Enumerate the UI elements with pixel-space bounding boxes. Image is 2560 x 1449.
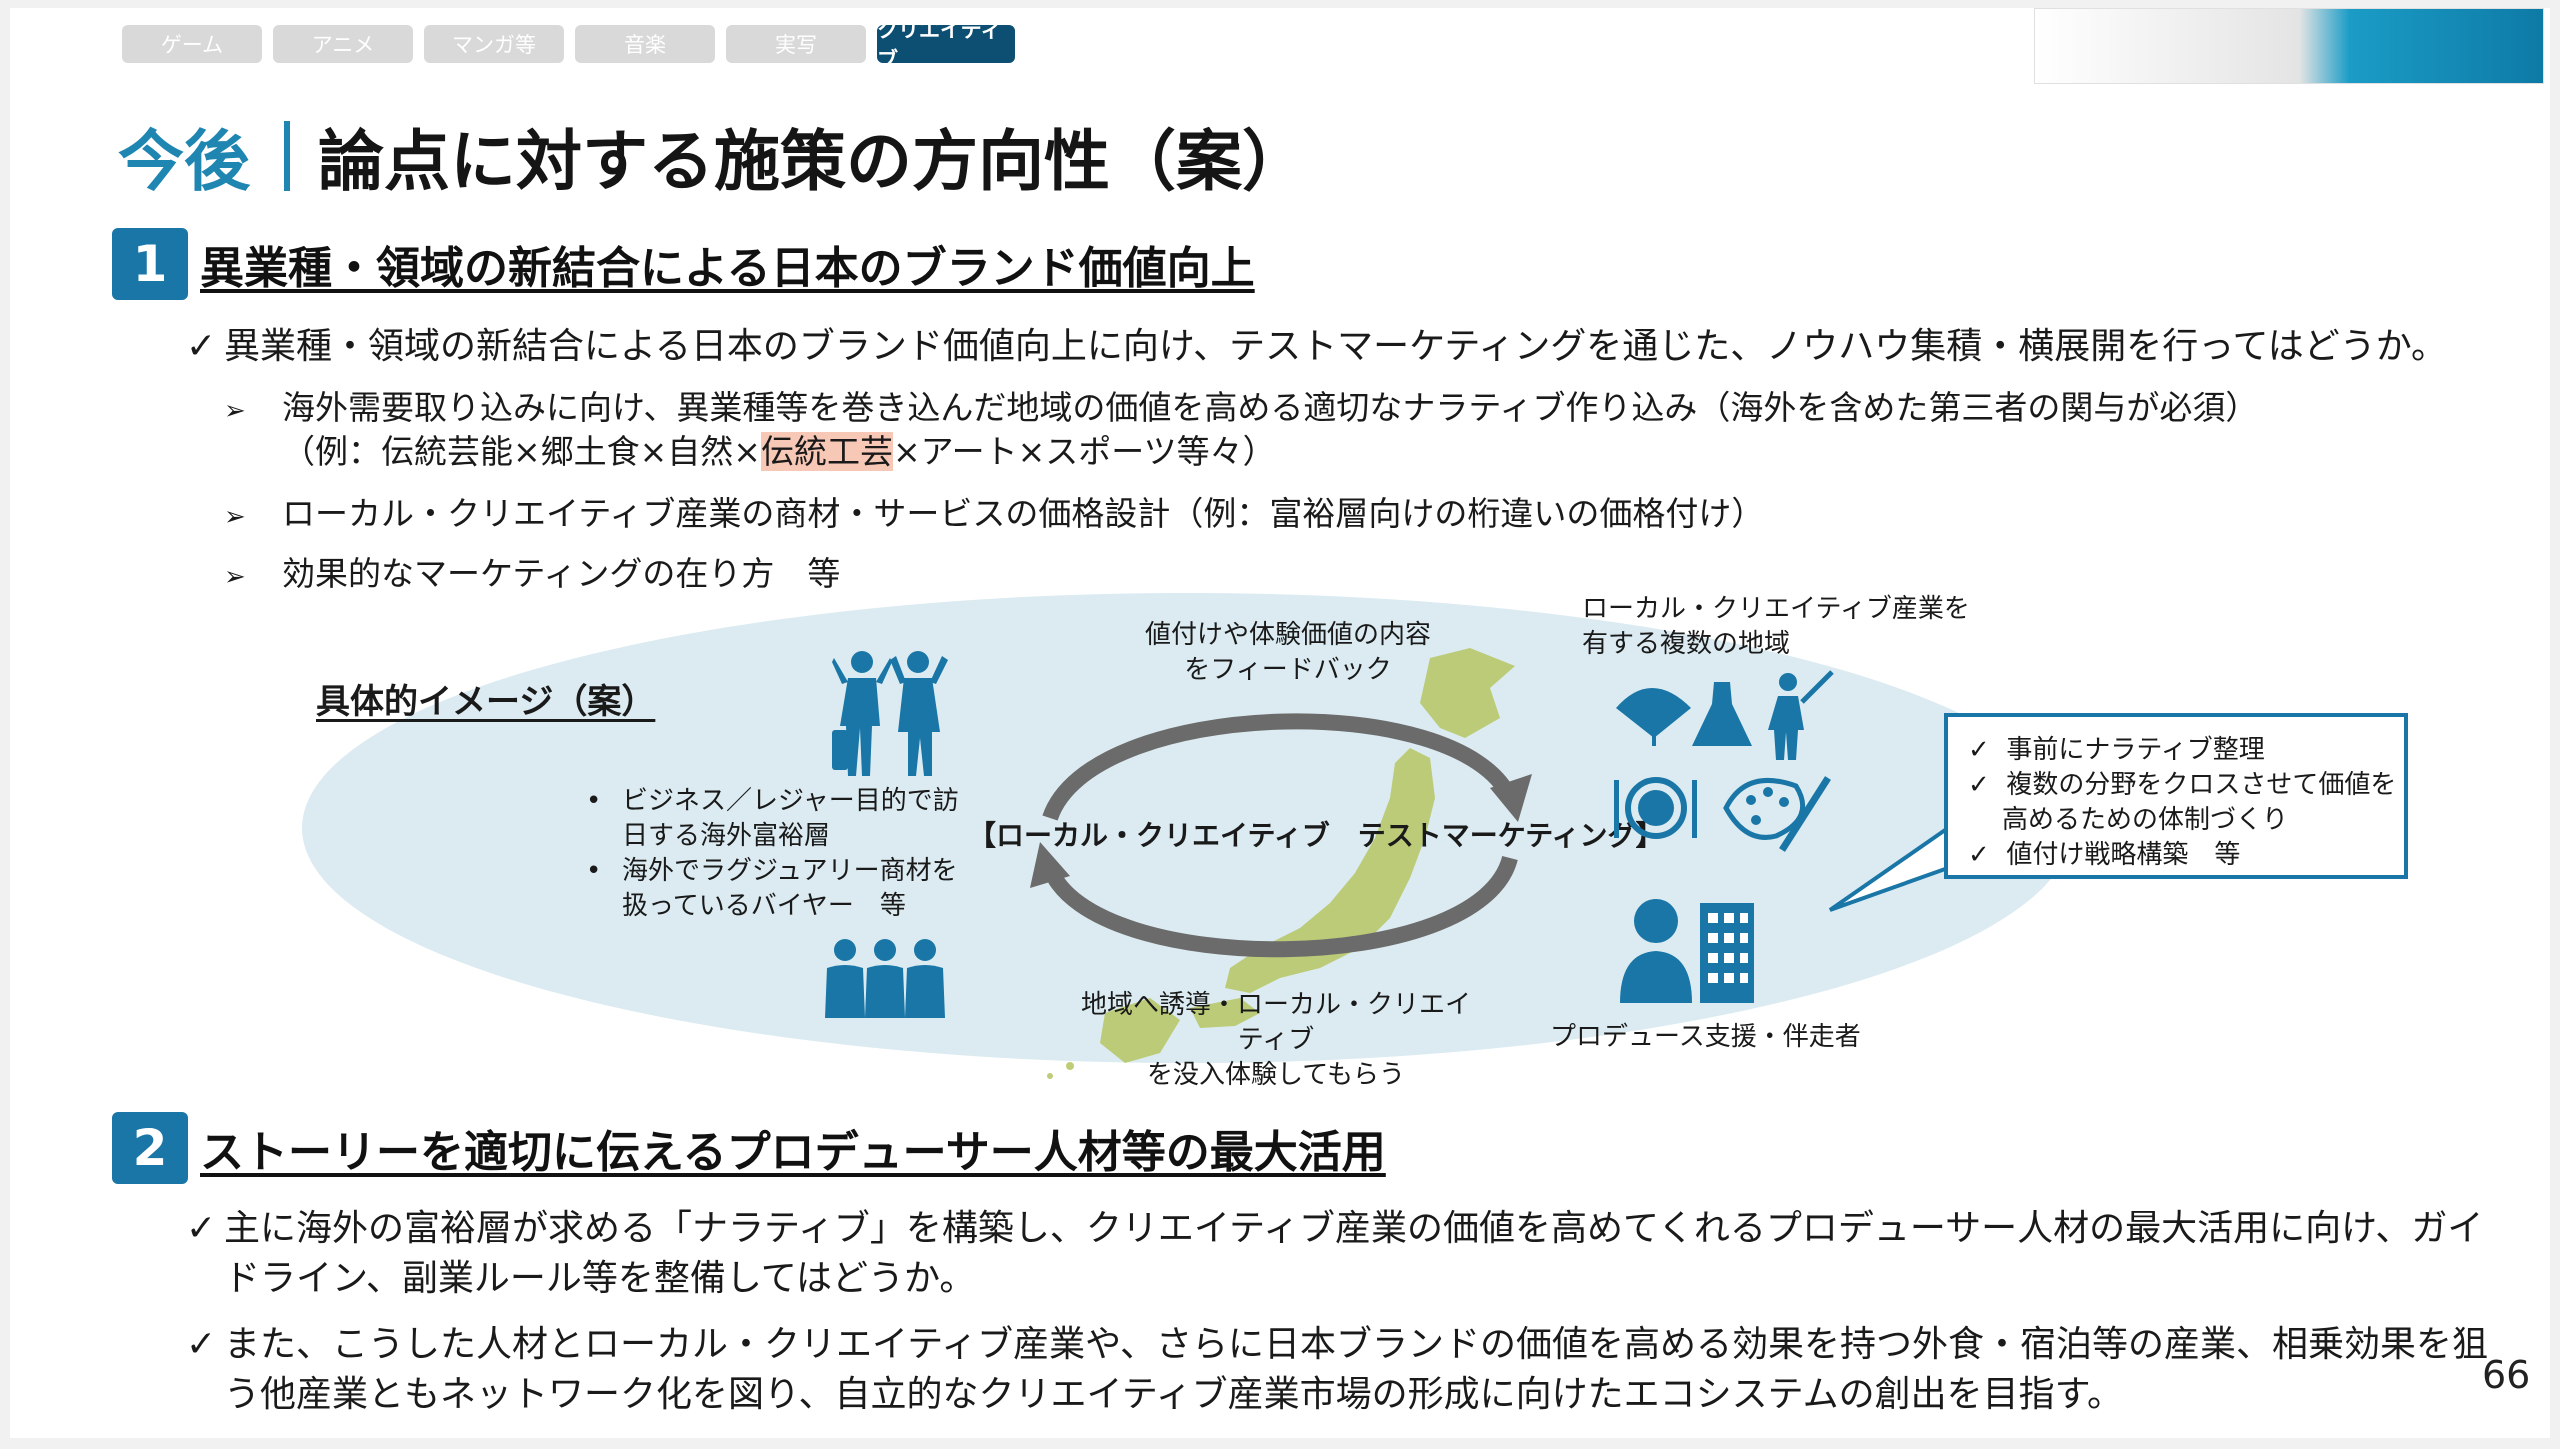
section-1-header: 1 異業種・領域の新結合による日本のブランド価値向上 — [112, 228, 1255, 300]
section-2-check-1-line1: 主に海外の富裕層が求める「ナラティブ」を構築し、クリエイティブ産業の価値を高めて… — [224, 1208, 2484, 1249]
category-tabs: ゲーム アニメ マンガ等 音楽 実写 クリエイティブ — [122, 18, 1015, 72]
producer-label: プロデュース支援・伴走者 — [1550, 1022, 1861, 1052]
guide-line2: を没入体験してもらう — [1147, 1060, 1405, 1090]
section-2-title: ストーリーを適切に伝えるプロデューサー人材等の最大活用 — [200, 1127, 1386, 1178]
test-marketing-label: 【ローカル・クリエイティブ テストマーケティング】 — [968, 819, 1664, 852]
callout-item-1: ✓ 事前にナラティブ整理 — [1968, 733, 2404, 768]
page-title: 今後 論点に対する施策の方向性（案） — [118, 108, 1308, 204]
title-accent: 今後 — [118, 123, 250, 200]
section-2-header: 2 ストーリーを適切に伝えるプロデューサー人材等の最大活用 — [112, 1112, 1386, 1184]
left-item-2-line1: 海外でラグジュアリー商材を — [622, 856, 958, 886]
logo-bar — [2034, 8, 2544, 84]
section-2-check-2-line2: う他産業ともネットワーク化を図り、自立的なクリエイティブ産業市場の形成に向けたエ… — [224, 1374, 2124, 1415]
callout-box: ✓ 事前にナラティブ整理 ✓ 複数の分野をクロスさせて価値を 高めるための体制づ… — [1944, 713, 2408, 879]
title-main: 論点に対する施策の方向性（案） — [318, 123, 1308, 200]
section-2-check-1-line2: ドライン、副業ルール等を整備してはどうか。 — [224, 1258, 976, 1299]
callout-item-2-cont: 高めるための体制づくり — [2002, 805, 2289, 835]
tab-game[interactable]: ゲーム — [122, 25, 262, 63]
feedback-line1: 値付けや体験価値の内容 — [1144, 620, 1431, 650]
section-1-check-text: 異業種・領域の新結合による日本のブランド価値向上に向け、テストマーケティングを通… — [224, 326, 2448, 367]
section-2-number: 2 — [112, 1112, 188, 1184]
left-item-1-line2: 日する海外富裕層 — [622, 821, 831, 851]
page-number: 66 — [2482, 1353, 2531, 1397]
tab-manga[interactable]: マンガ等 — [424, 25, 564, 63]
dress-icon — [1692, 682, 1752, 746]
tab-creative[interactable]: クリエイティブ — [877, 18, 1015, 72]
image-background-ellipse — [302, 593, 2072, 1063]
bullet-dot: • — [586, 856, 602, 886]
check-icon: ✓ — [1968, 840, 1990, 870]
culture-icons — [1614, 670, 1834, 852]
left-item-2-line2: 扱っているバイヤー 等 — [622, 891, 906, 921]
bullet-1-line1: 海外需要取り込みに向け、異業種等を巻き込んだ地域の価値を高める適切なナラティブ作… — [282, 388, 2259, 427]
region-line2: 有する複数の地域 — [1582, 629, 1791, 659]
bullet-1-line2-pre: （例：伝統芸能×郷土食×自然× — [282, 432, 761, 471]
tab-live-action[interactable]: 実写 — [726, 25, 866, 63]
bullet-2-text: ローカル・クリエイティブ産業の商材・サービスの価格設計（例：富裕層向けの桁違いの… — [282, 494, 1765, 533]
concrete-image-label: 具体的イメージ（案） — [316, 682, 656, 722]
section-1-check: ✓異業種・領域の新結合による日本のブランド価値向上に向け、テストマーケティングを… — [186, 322, 2447, 372]
section-2-check-2-line1: また、こうした人材とローカル・クリエイティブ産業や、さらに日本ブランドの価値を高… — [224, 1324, 2489, 1365]
check-icon: ✓ — [186, 1208, 217, 1249]
arrow-bullet-icon: ➢ — [224, 502, 246, 532]
section-2-check-1: ✓主に海外の富裕層が求める「ナラティブ」を構築し、クリエイティブ産業の価値を高め… — [186, 1204, 2483, 1304]
arrow-bullet-icon: ➢ — [224, 562, 246, 592]
check-icon: ✓ — [1968, 735, 1990, 765]
callout-pointer — [1828, 824, 1956, 912]
bullet-1: ➢ 海外需要取り込みに向け、異業種等を巻き込んだ地域の価値を高める適切なナラティブ… — [224, 386, 2258, 433]
travelers-icon — [832, 651, 948, 776]
highlight-traditional-crafts: 伝統工芸 — [760, 432, 893, 471]
slide: ゲーム アニメ マンガ等 音楽 実写 クリエイティブ 今後 論点に対する施策の方… — [10, 8, 2550, 1438]
section-1-number: 1 — [112, 228, 188, 300]
bullet-dot: • — [586, 786, 602, 816]
guide-line1: 地域へ誘導・ローカル・クリエイティブ — [1080, 990, 1471, 1055]
section-1-title: 異業種・領域の新結合による日本のブランド価値向上 — [200, 243, 1255, 294]
region-line1: ローカル・クリエイティブ産業を — [1582, 594, 1970, 624]
check-icon: ✓ — [186, 326, 217, 367]
callout-item-3: ✓ 値付け戦略構築 等 — [1968, 838, 2404, 873]
bullet-1-line2-post: ×アート×スポーツ等々） — [892, 432, 1276, 471]
callout-item-3-text: 値付け戦略構築 等 — [2006, 840, 2241, 870]
cycle-arrows — [1030, 713, 1532, 958]
title-divider — [284, 121, 290, 191]
region-label: ローカル・クリエイティブ産業を 有する複数の地域 — [1582, 592, 1970, 662]
business-people-icon — [825, 939, 945, 1018]
section-2-check-2: ✓また、こうした人材とローカル・クリエイティブ産業や、さらに日本ブランドの価値を… — [186, 1320, 2488, 1420]
callout-item-2: ✓ 複数の分野をクロスさせて価値を — [1968, 768, 2404, 803]
feedback-line2: をフィードバック — [1184, 655, 1392, 685]
bullet-3-text: 効果的なマーケティングの在り方 等 — [282, 554, 841, 593]
tab-anime[interactable]: アニメ — [273, 25, 413, 63]
bullet-1-example: （例：伝統芸能×郷土食×自然×伝統工芸×アート×スポーツ等々） — [282, 430, 1276, 474]
left-item-2-text: 海外でラグジュアリー商材を 扱っているバイヤー 等 — [622, 854, 958, 924]
left-item-1: • — [586, 784, 601, 819]
left-item-2: • — [586, 854, 601, 889]
callout-item-1-text: 事前にナラティブ整理 — [2006, 735, 2265, 765]
left-item-1-line1: ビジネス／レジャー目的で訪 — [622, 786, 959, 816]
callout-item-2-text: 複数の分野をクロスさせて価値を — [2006, 770, 2397, 800]
feedback-label: 値付けや体験価値の内容 をフィードバック — [1128, 618, 1448, 688]
left-item-1-text: ビジネス／レジャー目的で訪 日する海外富裕層 — [622, 784, 959, 854]
bullet-2: ➢ ローカル・クリエイティブ産業の商材・サービスの価格設計（例：富裕層向けの桁違い… — [224, 492, 1764, 539]
tab-music[interactable]: 音楽 — [575, 25, 715, 63]
check-icon: ✓ — [186, 1324, 217, 1365]
fan-icon — [1616, 688, 1691, 738]
producer-icon — [1620, 899, 1754, 1003]
bullet-3: ➢ 効果的なマーケティングの在り方 等 — [224, 552, 840, 599]
arrow-bullet-icon: ➢ — [224, 396, 246, 426]
check-icon: ✓ — [1968, 770, 1990, 800]
guide-label: 地域へ誘導・ローカル・クリエイティブ を没入体験してもらう — [1076, 988, 1476, 1093]
